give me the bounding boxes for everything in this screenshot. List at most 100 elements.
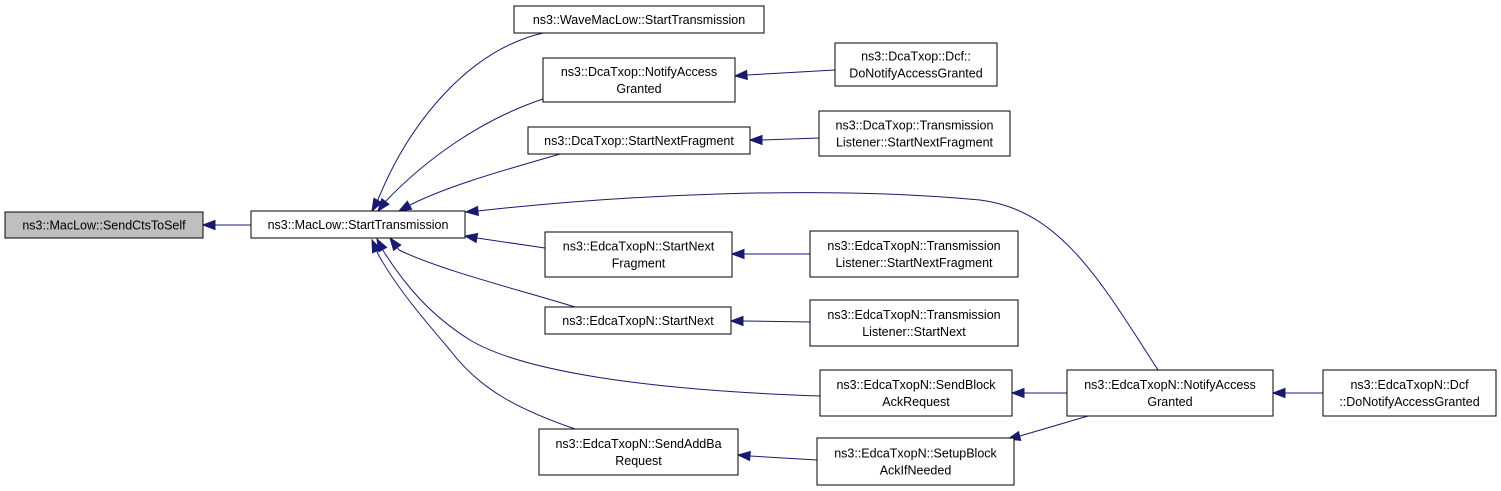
edges-layer — [201, 32, 1323, 462]
node-edcatxopn-start-next-fragment[interactable]: ns3::EdcaTxopN::StartNextFragment — [544, 231, 733, 278]
arrowhead — [736, 450, 751, 462]
arrowhead — [748, 134, 763, 146]
edge-wavemaclow-start-transmission-to-maclow-start-transmission — [371, 32, 544, 213]
node-send-cts-to-self[interactable]: ns3::MacLow::SendCtsToSelf — [4, 211, 204, 239]
edge-edcatxopn-start-next-to-maclow-start-transmission — [389, 236, 576, 308]
edge-line — [476, 237, 546, 249]
node-box — [816, 437, 1015, 486]
node-label-line: ns3::EdcaTxopN::Dcf — [1350, 378, 1469, 392]
nodes-layer: ns3::MacLow::SendCtsToSelf ns3::MacLow::S… — [4, 5, 1497, 486]
edge-edcatxopn-notify-access-granted-to-edcatxopn-setup-block-ack-if-needed — [1006, 415, 1089, 442]
node-dcatxop-start-next-fragment[interactable]: ns3::DcaTxop::StartNextFragment — [527, 126, 751, 155]
arrowhead — [464, 205, 479, 217]
node-label-line: AckIfNeeded — [880, 464, 952, 478]
edge-line — [742, 320, 811, 323]
node-box — [538, 428, 739, 476]
node-dcatxop-notify-access-granted[interactable]: ns3::DcaTxop::NotifyAccessGranted — [542, 57, 736, 103]
node-edcatxopn-start-next[interactable]: ns3::EdcaTxopN::StartNext — [544, 306, 732, 335]
edge-dcatxop-dcf-do-notify-access-granted-to-dcatxop-notify-access-granted — [733, 69, 836, 81]
edge-line — [383, 251, 821, 397]
node-label-line: ns3::EdcaTxopN::StartNext — [563, 240, 715, 254]
edge-line — [477, 192, 1159, 371]
node-edcatxopn-notify-access-granted[interactable]: ns3::EdcaTxopN::NotifyAccessGranted — [1066, 369, 1274, 417]
node-label-line: ns3::EdcaTxopN::Transmission — [827, 308, 1000, 322]
node-label-line: ns3::DcaTxop::NotifyAccess — [561, 65, 717, 79]
node-label-line: ns3::EdcaTxopN::SetupBlock — [834, 447, 997, 461]
edge-line-tail — [376, 250, 379, 255]
node-box — [544, 306, 732, 335]
node-label-line: Granted — [616, 82, 661, 96]
node-label-line: Listener::StartNextFragment — [836, 136, 994, 150]
edge-edcatxopn-notify-access-granted-to-maclow-start-transmission — [464, 192, 1159, 371]
node-box — [4, 211, 204, 239]
edge-line — [384, 98, 544, 203]
node-maclow-start-transmission[interactable]: ns3::MacLow::StartTransmission — [250, 210, 466, 239]
node-label-line: ns3::MacLow::StartTransmission — [268, 218, 449, 232]
arrowhead — [1010, 387, 1025, 399]
arrowhead — [1271, 387, 1286, 399]
node-label-line: AckRequest — [882, 395, 950, 409]
node-label-line: Listener::StartNextFragment — [835, 256, 993, 270]
edge-edcatxopn-transmission-listener-start-next-to-edcatxopn-start-next — [729, 315, 811, 327]
node-dcatxop-transmission-listener-start-next-fragment[interactable]: ns3::DcaTxop::TransmissionListener::Star… — [818, 110, 1011, 157]
node-box — [809, 230, 1019, 278]
node-label-line: ns3::EdcaTxopN::StartNext — [562, 314, 714, 328]
edge-edcatxopn-start-next-fragment-to-maclow-start-transmission — [463, 232, 546, 249]
edge-edcatxopn-dcf-do-notify-access-granted-to-edcatxopn-notify-access-granted — [1271, 387, 1323, 399]
arrowhead — [397, 200, 413, 212]
edge-edcatxopn-send-add-ba-request-to-maclow-start-transmission — [371, 238, 576, 430]
node-label-line: ns3::WaveMacLow::StartTransmission — [533, 13, 745, 27]
node-label-line: DoNotifyAccessGranted — [849, 67, 982, 81]
node-edcatxopn-dcf-do-notify-access-granted[interactable]: ns3::EdcaTxopN::Dcf::DoNotifyAccessGrant… — [1322, 369, 1497, 417]
edge-line — [377, 253, 576, 430]
node-box — [818, 110, 1011, 157]
node-label-line: ns3::MacLow::SendCtsToSelf — [22, 219, 186, 233]
arrowhead — [389, 236, 402, 252]
node-box — [819, 369, 1013, 417]
node-box — [527, 126, 751, 155]
node-label-line: ns3::DcaTxop::Dcf:: — [861, 50, 971, 64]
arrowhead — [463, 232, 479, 244]
edge-line — [398, 249, 576, 308]
node-wavemaclow-start-transmission[interactable]: ns3::WaveMacLow::StartTransmission — [513, 5, 765, 34]
node-label-line: ns3::EdcaTxopN::Transmission — [827, 239, 1000, 253]
arrowhead — [733, 69, 748, 81]
node-edcatxopn-transmission-listener-start-next-fragment[interactable]: ns3::EdcaTxopN::TransmissionListener::St… — [809, 230, 1019, 278]
edge-dcatxop-notify-access-granted-to-maclow-start-transmission — [377, 98, 544, 213]
node-dcatxop-dcf-do-notify-access-granted[interactable]: ns3::DcaTxop::Dcf::DoNotifyAccessGranted — [834, 42, 998, 87]
node-label-line: Request — [615, 454, 662, 468]
edge-edcatxopn-notify-access-granted-to-edcatxopn-send-block-ack-request — [1010, 387, 1067, 399]
edge-line — [761, 137, 820, 141]
edge-line — [749, 455, 818, 461]
node-label-line: ns3::DcaTxop::Transmission — [836, 119, 994, 133]
node-box — [542, 57, 736, 103]
node-box — [1322, 369, 1497, 417]
edge-dcatxop-start-next-fragment-to-maclow-start-transmission — [397, 153, 561, 212]
node-label-line: ns3::DcaTxop::StartNextFragment — [544, 134, 734, 148]
edge-line — [376, 32, 544, 203]
node-box — [1066, 369, 1274, 417]
arrowhead — [371, 238, 382, 254]
arrowhead — [201, 219, 216, 231]
node-box — [834, 42, 998, 87]
node-box — [513, 5, 765, 34]
node-label-line: Listener::StartNext — [862, 325, 966, 339]
arrowhead — [371, 197, 383, 213]
node-box — [250, 210, 466, 239]
arrowhead — [377, 197, 390, 213]
arrowhead — [730, 248, 745, 260]
node-label-line: ns3::EdcaTxopN::NotifyAccess — [1084, 378, 1256, 392]
node-edcatxopn-transmission-listener-start-next[interactable]: ns3::EdcaTxopN::TransmissionListener::St… — [809, 299, 1019, 347]
node-label-line: ns3::EdcaTxopN::SendBlock — [836, 378, 996, 392]
node-label-line: Granted — [1147, 395, 1192, 409]
node-box — [809, 299, 1019, 347]
edge-dcatxop-transmission-listener-start-next-fragment-to-dcatxop-start-next-fragment — [748, 134, 820, 146]
arrowhead — [729, 315, 744, 327]
node-box — [544, 231, 733, 278]
node-label-line: ::DoNotifyAccessGranted — [1339, 395, 1479, 409]
edge-line — [1019, 415, 1089, 437]
